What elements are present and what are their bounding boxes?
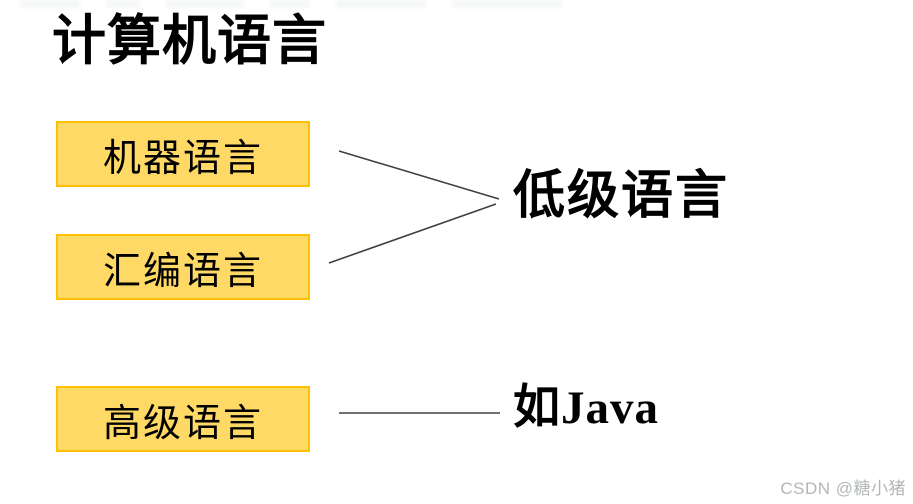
assembly-language-label: 汇编语言	[102, 250, 263, 293]
high-level-language-label: 高级语言	[102, 402, 263, 445]
connector-machine-to-lowlevel	[338, 150, 500, 200]
machine-language-label: 机器语言	[102, 137, 263, 180]
assembly-language-box: 汇编语言	[56, 234, 310, 300]
high-level-language-box: 高级语言	[56, 386, 310, 452]
connector-assembly-to-lowlevel	[328, 203, 497, 264]
machine-language-box: 机器语言	[56, 121, 310, 187]
top-edge-artifact	[20, 0, 565, 8]
low-level-language-label: 低级语言	[513, 168, 730, 225]
java-example-label: 如Java	[513, 382, 659, 434]
page-title: 计算机语言	[52, 11, 327, 71]
csdn-watermark: CSDN @糖小猪	[780, 479, 906, 498]
